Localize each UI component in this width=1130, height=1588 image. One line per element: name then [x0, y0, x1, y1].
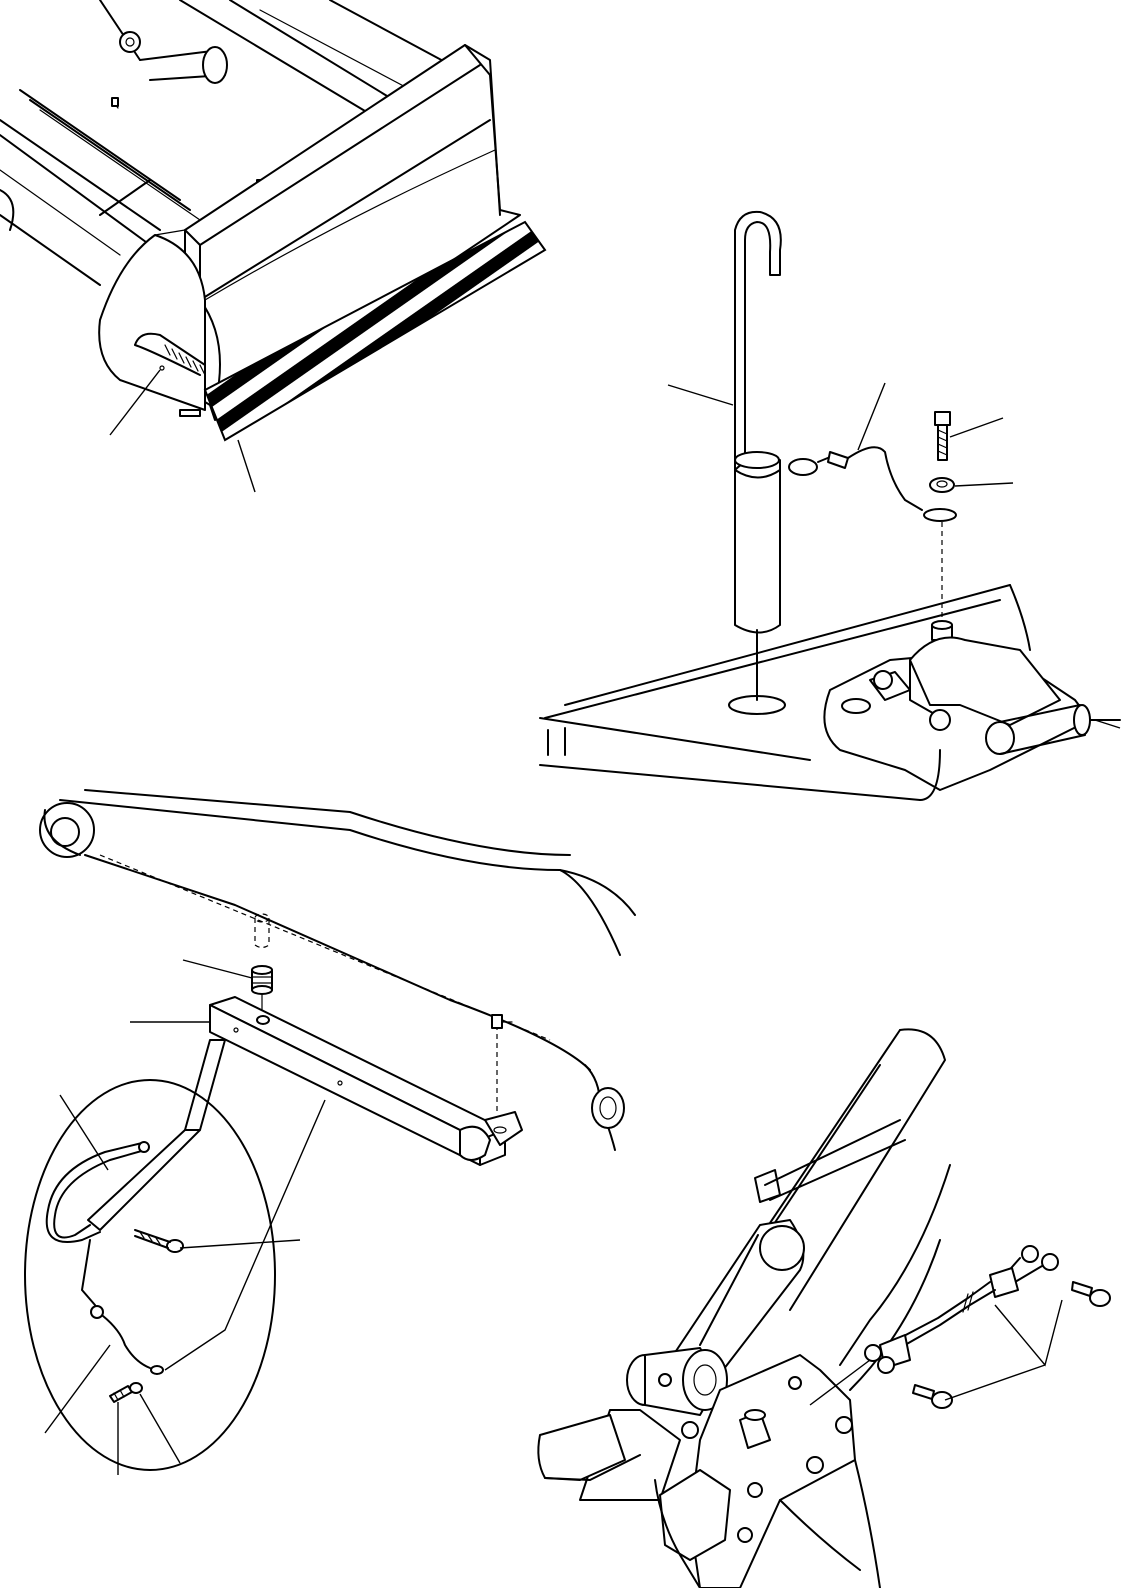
- leader-line: [944, 1364, 1046, 1401]
- detail-circle: [24, 1079, 276, 1471]
- washer: [929, 477, 955, 493]
- lock-pin-hook: [734, 210, 782, 471]
- rubber-grommet: [251, 965, 273, 995]
- bolt: [934, 411, 951, 426]
- bucket-panel: [0, 0, 547, 493]
- leader-line: [109, 369, 161, 436]
- bucket-frame: [0, 0, 461, 286]
- leader-line: [994, 1299, 1063, 1367]
- lock-pin-panel: [539, 210, 1121, 801]
- split-ring: [788, 458, 818, 476]
- arm-lock-panel: [537, 1028, 1111, 1588]
- base-bracket: [537, 1354, 881, 1588]
- leader-line: [1094, 719, 1121, 729]
- tie-rod-assembly: [864, 1245, 1111, 1409]
- lock-bar: [209, 996, 523, 1166]
- pivot-joint: [626, 1347, 728, 1439]
- leader-line: [667, 384, 734, 406]
- boom-lock-panel: [24, 789, 636, 1475]
- bucket-body: [98, 44, 547, 442]
- lock-bar-handle: [45, 1039, 226, 1243]
- leader-line: [44, 1344, 111, 1434]
- leader-line: [179, 1239, 301, 1249]
- split-pin: [134, 1229, 184, 1253]
- leader-line: [857, 382, 886, 451]
- leader-line: [139, 1393, 181, 1464]
- edge-guard: [203, 220, 547, 442]
- leader-line: [237, 439, 256, 493]
- lock-pin: [734, 455, 781, 634]
- leader-line: [949, 417, 1004, 438]
- leader-line: [59, 1094, 109, 1171]
- leader-line: [182, 959, 253, 979]
- leader-line: [164, 1099, 326, 1371]
- pin-bracket: [823, 636, 1121, 801]
- leader-line: [809, 1359, 871, 1406]
- boom: [39, 789, 636, 1151]
- lanyard-wire: [847, 446, 923, 511]
- leader-line: [954, 482, 1014, 487]
